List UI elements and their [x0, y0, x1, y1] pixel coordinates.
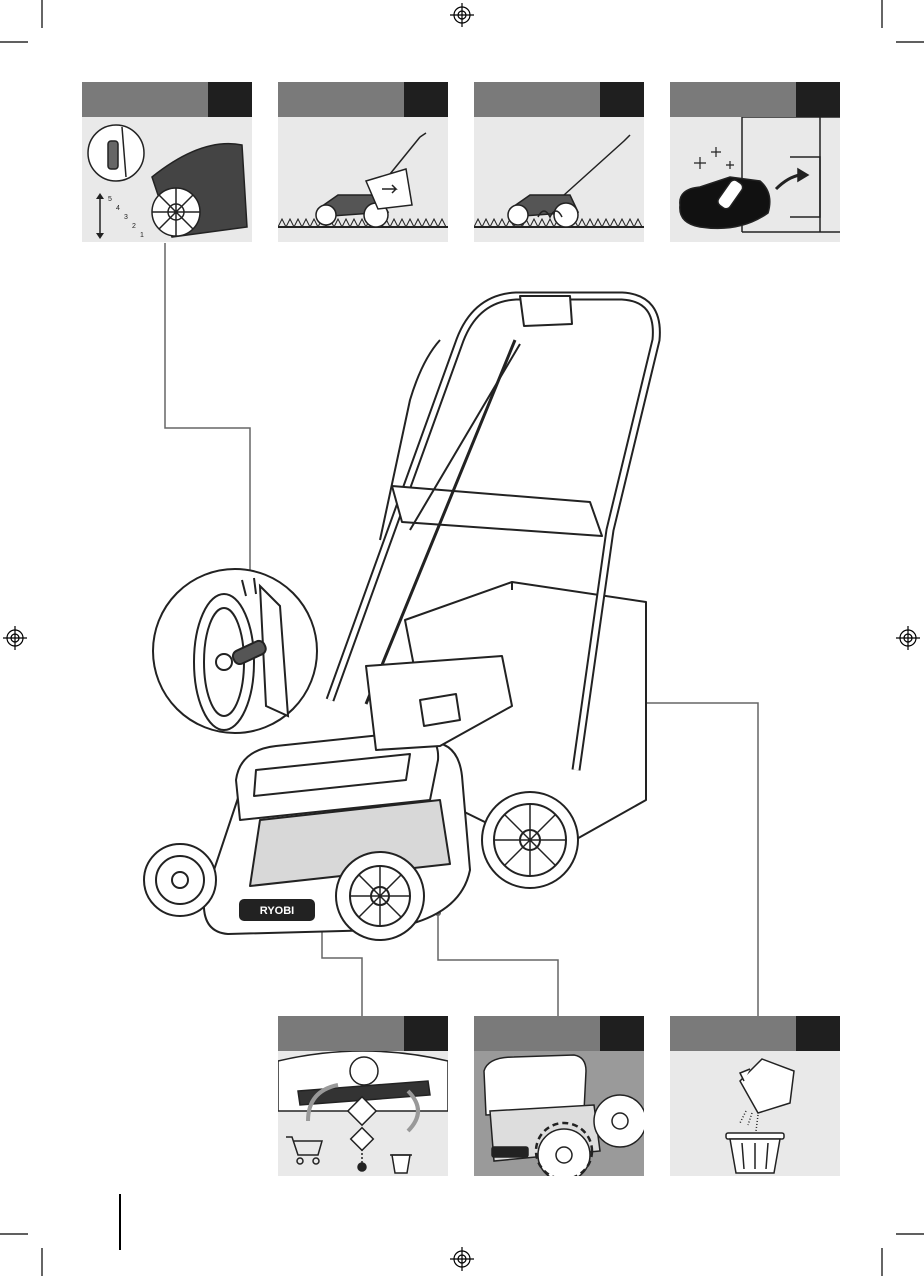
height-lever-closeup [150, 566, 320, 736]
cart-icon [286, 1137, 322, 1164]
brand-logo: RYOBI [260, 905, 294, 917]
blade-replace-illustration [278, 1051, 448, 1176]
panel-badge [600, 1016, 644, 1051]
panel-empty-bag [670, 1016, 840, 1176]
panel-clean-deck [474, 1016, 644, 1176]
clean-deck-illustration [474, 1051, 644, 1176]
trash-bin-icon [390, 1155, 412, 1173]
crossbar [392, 486, 602, 536]
panel-badge [796, 1016, 840, 1051]
panel-blade-replace [278, 1016, 448, 1176]
panel-badge [404, 1016, 448, 1051]
trash-bin-icon [726, 1133, 784, 1173]
empty-bag-illustration [670, 1051, 840, 1176]
